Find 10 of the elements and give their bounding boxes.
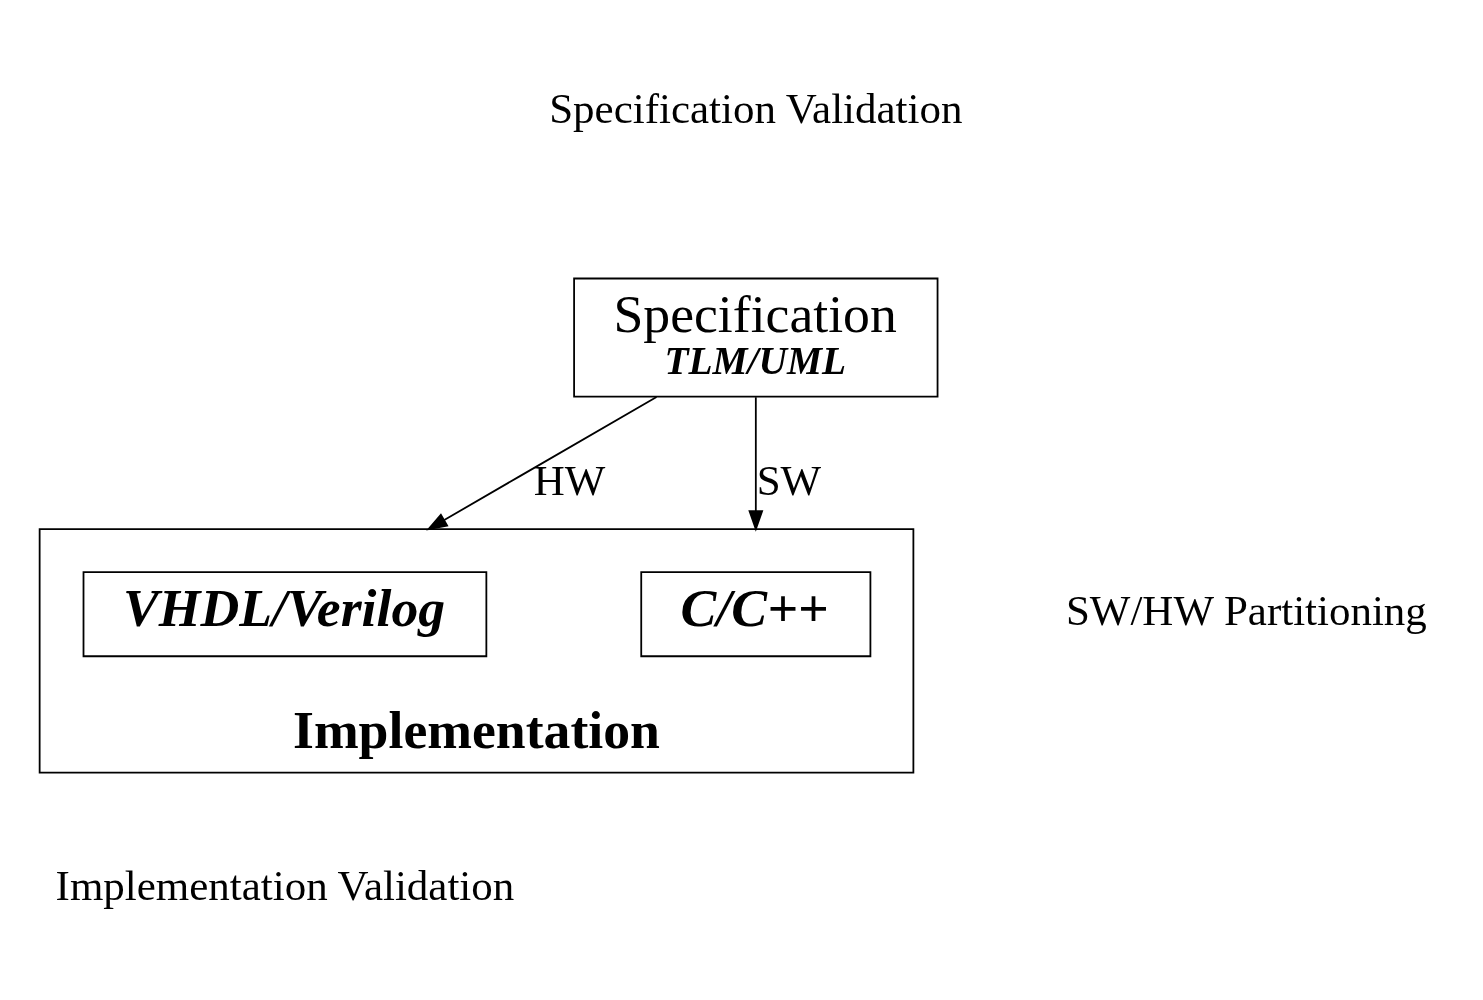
node-label: Implementation Validation xyxy=(55,861,515,909)
node-label: Specification Validation xyxy=(549,84,963,132)
edge-label: HW xyxy=(533,456,606,504)
arrow xyxy=(748,395,764,532)
node-box: C/C++ xyxy=(640,570,872,657)
label: SW/HW Partitioning xyxy=(1065,586,1427,634)
node-box: Specification TLM/UML xyxy=(573,277,939,398)
arrow xyxy=(426,395,658,530)
node-box: VHDL/Verilog xyxy=(82,570,488,657)
edge-label: SW xyxy=(756,456,822,504)
